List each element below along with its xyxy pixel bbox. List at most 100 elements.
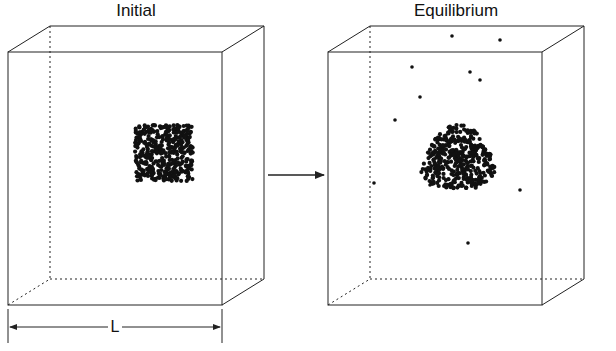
particle [451,173,455,177]
particle [179,139,183,143]
particle [168,146,172,150]
particle [410,65,414,69]
particle [431,176,435,180]
particle [452,137,456,141]
particle [426,151,430,155]
particle [160,134,164,138]
particle [461,172,465,176]
particle [460,146,464,150]
particle [451,126,455,130]
particle [442,176,446,180]
particle [186,174,190,178]
particle [469,180,473,184]
particle [133,150,137,154]
hidden-edges [328,26,584,305]
process-arrow [268,174,324,175]
particle [176,173,180,177]
particle [450,149,454,153]
particle [440,165,444,169]
particle [176,127,180,131]
particle [466,241,470,245]
particle [498,38,502,42]
particle [443,182,447,186]
particle [179,179,183,183]
particle [483,162,487,166]
particle [424,176,428,180]
particle [447,167,451,171]
dimension-line [8,309,222,343]
particle [175,123,179,127]
particle [158,164,162,168]
particle [164,155,168,159]
particle [172,160,176,164]
particle [184,160,188,164]
particle [160,126,164,130]
particle [478,78,482,82]
cube-edge [222,26,264,52]
particle [474,186,478,190]
particle [158,173,162,177]
particle [463,138,467,142]
particle [425,173,429,177]
particle [175,131,179,135]
particle [165,138,169,142]
particle [434,167,438,171]
particle [481,144,485,148]
cube-edge [8,26,50,52]
particle [189,159,193,163]
particle [152,130,156,134]
particle [444,138,448,142]
particle [452,153,456,157]
particle [487,152,491,156]
particle [150,165,154,169]
particle [431,158,435,162]
particle [166,163,170,167]
particle [152,123,156,127]
particle [180,170,184,174]
particle [164,130,168,134]
particle [469,134,473,138]
particle [435,181,439,185]
particle [451,186,455,190]
particle [478,174,482,178]
particle [162,170,166,174]
particle [185,179,189,183]
particle [186,170,190,174]
particle [143,132,147,136]
particle [156,132,160,136]
particle [168,175,172,179]
particle [154,147,158,151]
particle [490,174,494,178]
cube-edge [50,26,264,27]
particle [476,178,480,182]
particle [482,163,486,167]
particle [143,140,147,144]
cube-edge [328,26,370,52]
particle [184,164,188,168]
particle [155,160,159,164]
particle [492,170,496,174]
dimension-label: L [108,318,123,336]
particle [176,156,180,160]
particle [443,134,447,138]
cube-edge [370,26,584,27]
particle [458,137,462,141]
particle [185,129,189,133]
particle [491,166,495,170]
panel-title: Equilibrium [328,1,584,21]
particle [475,182,479,186]
particle [469,175,473,179]
particle [434,167,438,171]
cube-edge [264,26,265,279]
particle [471,158,475,162]
particle [181,160,185,164]
particle [190,145,194,149]
particle [449,149,453,153]
hidden-edges [8,26,264,305]
cube-edge [584,26,585,279]
particle [393,118,397,122]
particle [150,149,154,153]
particle [518,188,522,192]
particle [465,160,469,164]
particle [437,175,441,179]
